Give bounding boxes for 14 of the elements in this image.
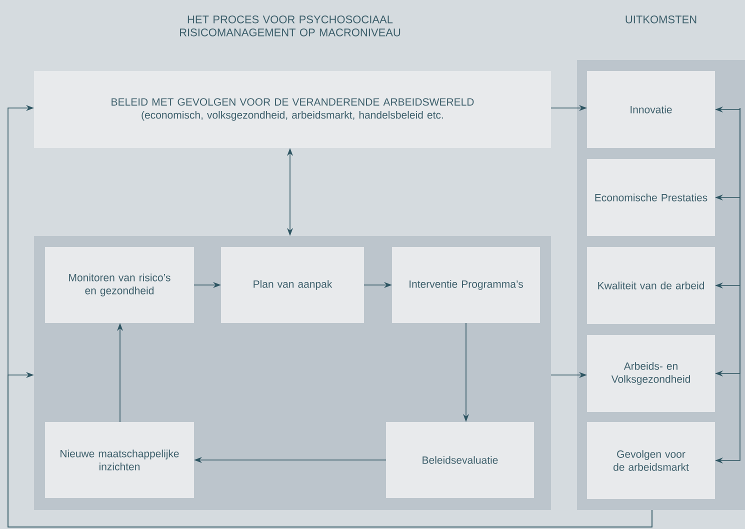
column-heading: HET PROCES VOOR PSYCHOSOCIAAL RISICOMANAGEMENT OP MACRONIVEAU bbox=[180, 16, 400, 36]
process-box: Interventie Programma’s bbox=[392, 247, 540, 323]
outcome-box: Innovatie bbox=[587, 71, 715, 148]
process-box: Monitoren van risico’s en gezondheid bbox=[45, 247, 194, 323]
policy-box: BELEID MET GEVOLGEN VOOR DE VERANDERENDE ARBEIDSWERELD (economisch, volksgezondheid, arbeidsmarkt, handelsbeleid etc. bbox=[34, 71, 551, 148]
arrow bbox=[8, 372, 652, 528]
node-label: UITKOMSTEN bbox=[626, 16, 696, 24]
outcome-box: Gevolgen voor de arbeidsmarkt bbox=[587, 422, 715, 499]
process-box: Plan van aanpak bbox=[221, 247, 364, 323]
process-box: Beleidsevaluatie bbox=[386, 422, 534, 498]
outcome-box: Kwaliteit van de arbeid bbox=[587, 247, 715, 324]
outcome-box: Economische Prestaties bbox=[587, 159, 715, 236]
process-box: Nieuwe maatschappelijke inzichten bbox=[45, 422, 194, 498]
outcome-box: Arbeids- en Volksgezondheid bbox=[587, 335, 715, 412]
